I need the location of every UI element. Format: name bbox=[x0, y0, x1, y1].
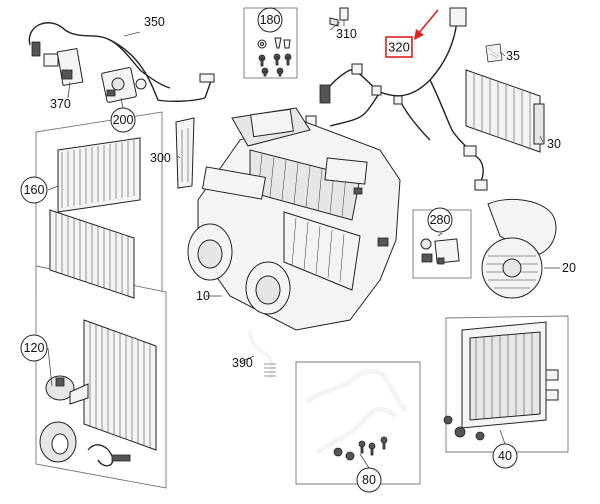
circle-label-180: 180 bbox=[257, 7, 283, 33]
red-arrow bbox=[414, 9, 439, 40]
label-200: 200 bbox=[113, 113, 134, 127]
circle-label-280: 280 bbox=[427, 207, 453, 233]
label-280: 280 bbox=[430, 213, 451, 227]
panel-80-heater-hoses bbox=[295, 361, 421, 485]
circle-label-40: 40 bbox=[492, 443, 518, 469]
label-160: 160 bbox=[24, 183, 45, 197]
actuator-280 bbox=[420, 238, 460, 265]
label-350: 350 bbox=[144, 15, 165, 29]
actuator-200 bbox=[101, 67, 147, 103]
hvac-housing-10 bbox=[187, 107, 401, 331]
circle-label-80: 80 bbox=[356, 467, 382, 493]
label-10: 10 bbox=[196, 289, 210, 303]
label-40: 40 bbox=[498, 449, 512, 463]
label-310: 310 bbox=[336, 27, 357, 41]
label-20: 20 bbox=[562, 261, 576, 275]
circle-label-120: 120 bbox=[20, 334, 48, 362]
circle-label-200: 200 bbox=[110, 107, 136, 133]
wiring-harness-320 bbox=[305, 7, 488, 191]
label-120: 120 bbox=[24, 341, 45, 355]
ptc-heater-30 bbox=[465, 69, 545, 153]
leader-lines bbox=[47, 21, 560, 469]
label-30: 30 bbox=[547, 137, 561, 151]
cabin-filters-160 bbox=[49, 137, 141, 299]
heater-core-40 bbox=[443, 321, 559, 441]
fasteners-180 bbox=[257, 37, 292, 77]
circle-label-160: 160 bbox=[20, 176, 48, 204]
label-80: 80 bbox=[362, 473, 376, 487]
part-labels: 350 370 310 35 30 300 20 10 390 bbox=[50, 15, 576, 370]
gasket-35 bbox=[485, 43, 503, 63]
label-180: 180 bbox=[260, 13, 281, 27]
evaporator-120 bbox=[39, 319, 157, 467]
label-35: 35 bbox=[506, 49, 520, 63]
label-320: 320 bbox=[388, 40, 410, 55]
connector-310 bbox=[329, 7, 349, 27]
label-390: 390 bbox=[232, 356, 253, 370]
heater-hoses-80 bbox=[306, 368, 408, 461]
highlighted-label-320: 320 bbox=[385, 36, 413, 58]
seal-300 bbox=[175, 117, 195, 189]
wiring-harness-350 bbox=[28, 22, 215, 103]
label-370: 370 bbox=[50, 97, 71, 111]
drain-hose-390 bbox=[248, 329, 276, 379]
blower-20 bbox=[481, 198, 557, 299]
label-300: 300 bbox=[150, 151, 171, 165]
